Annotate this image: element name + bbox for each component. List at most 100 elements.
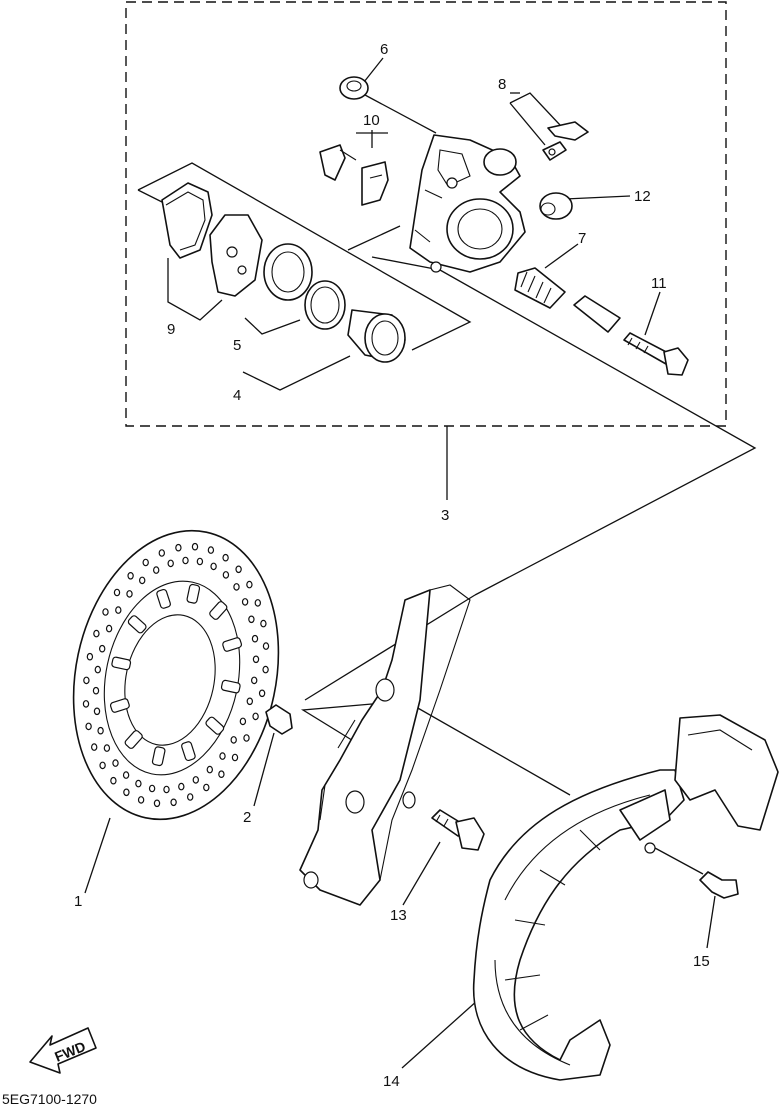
disc-hole	[115, 606, 122, 614]
disc-hole	[103, 744, 111, 752]
callout-12: 12	[634, 188, 651, 205]
disc-hole	[250, 676, 258, 685]
disc-slot	[209, 601, 228, 620]
disc-hole	[260, 619, 267, 628]
disc-hole	[235, 565, 242, 574]
disc-hole	[170, 798, 177, 807]
disc-hole	[207, 546, 215, 554]
disc-hole	[233, 583, 240, 591]
disc-slot	[124, 730, 143, 749]
disc-hole	[126, 590, 133, 598]
disc-hole	[90, 743, 98, 751]
disc-slot	[222, 637, 243, 652]
callout-15: 15	[693, 953, 710, 970]
fork-bolt	[431, 809, 485, 851]
caliper-bolt	[623, 332, 689, 376]
callout-6: 6	[380, 41, 388, 58]
disc-hole	[113, 588, 121, 597]
disc-hole	[123, 788, 130, 797]
disc-hole	[222, 553, 229, 562]
disc-hole	[218, 770, 225, 779]
callout-8: 8	[498, 76, 506, 93]
callout-11: 11	[651, 275, 667, 292]
disc-cover	[472, 714, 779, 1081]
pad-clips	[319, 144, 389, 206]
disc-hole	[206, 765, 213, 774]
callout-7: 7	[578, 230, 586, 247]
disc-hole	[83, 676, 90, 685]
disc-slot	[186, 583, 201, 604]
piston-seals	[263, 243, 346, 330]
disc-hole	[158, 549, 165, 557]
cover-screw	[699, 871, 739, 899]
disc-bolt	[265, 704, 293, 735]
disc-slot	[151, 746, 166, 767]
disc-hole	[241, 598, 249, 606]
callout-3: 3	[441, 507, 449, 524]
disc-hole	[178, 782, 185, 791]
disc-hole	[210, 562, 217, 571]
caliper-piston	[347, 309, 406, 363]
disc-hole	[98, 644, 106, 653]
disc-hole	[262, 665, 269, 674]
callout-13: 13	[390, 907, 407, 924]
disc-slot	[156, 588, 171, 609]
disc-hole	[196, 557, 204, 566]
callout-5: 5	[233, 337, 241, 354]
disc-hole	[246, 697, 253, 706]
disc-hole	[262, 642, 270, 650]
bleed-cap	[339, 76, 369, 100]
callout-2: 2	[243, 809, 251, 826]
brake-disc	[72, 529, 280, 821]
callout-1: 1	[74, 893, 82, 910]
disc-slot	[220, 679, 241, 694]
disc-hole	[254, 599, 261, 607]
disc-hole	[97, 726, 104, 735]
brake-pads	[161, 182, 263, 297]
disc-hole	[85, 722, 92, 731]
drawing-code: 5EG7100-1270	[2, 1091, 97, 1107]
disc-hole	[135, 779, 142, 788]
disc-hole	[148, 784, 156, 793]
disc-hole	[152, 566, 160, 574]
disc-hole	[175, 543, 182, 552]
disc-hole	[102, 608, 109, 616]
pin-plug	[539, 192, 573, 220]
disc-hole	[231, 753, 239, 762]
disc-hole	[163, 785, 170, 794]
callout-9: 9	[167, 321, 175, 338]
disc-hole	[251, 634, 259, 643]
disc-hole	[94, 665, 102, 674]
disc-hole	[153, 799, 161, 808]
disc-hole	[82, 700, 90, 708]
disc-slot	[181, 741, 196, 762]
disc-hole	[186, 793, 194, 801]
disc-hole	[93, 707, 101, 716]
caliper-body	[409, 134, 526, 273]
disc-hole	[112, 759, 119, 767]
caliper-assembly-boundary	[125, 1, 727, 427]
bleeder-screw-clip	[542, 121, 589, 161]
disc-hole	[258, 689, 266, 698]
callout-4: 4	[233, 387, 241, 404]
front-fork	[299, 584, 471, 906]
callout-numbers: 1 2 3 4 5 6 7 8 9 10 11 12 13 14 15	[74, 41, 710, 1090]
callout-10: 10	[363, 112, 380, 129]
disc-hole	[99, 761, 106, 770]
disc-hole	[230, 736, 237, 744]
disc-hole	[252, 712, 259, 721]
disc-hole	[203, 783, 210, 792]
disc-slot	[127, 615, 147, 634]
disc-hole	[127, 571, 134, 580]
disc-hole	[252, 655, 260, 664]
disc-hole	[246, 580, 253, 589]
disc-hole	[192, 776, 199, 784]
disc-hole	[167, 559, 174, 568]
disc-hole	[122, 771, 130, 779]
disc-hole	[92, 686, 100, 695]
slide-pin	[573, 295, 621, 333]
fwd-arrow-icon: FWD	[29, 1027, 97, 1074]
disc-hole	[105, 624, 113, 633]
disc-hole	[222, 571, 230, 579]
